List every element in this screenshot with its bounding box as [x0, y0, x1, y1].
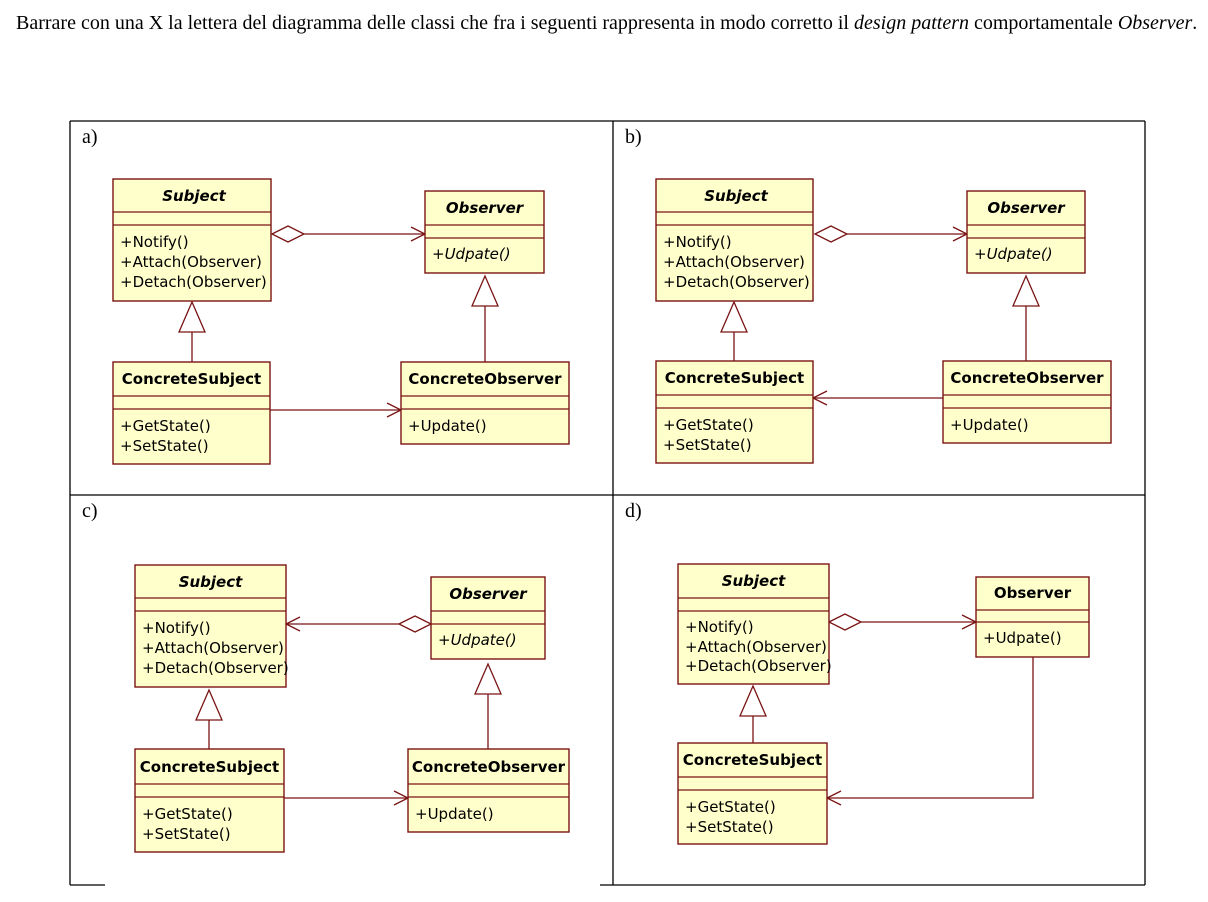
class-name: Subject: [704, 187, 768, 205]
panel-label: a): [82, 126, 98, 148]
question-emphasis-design-pattern: design pattern: [853, 12, 969, 34]
question-part-3: .: [1192, 12, 1198, 34]
method: +GetState(): [663, 416, 754, 434]
class-name: ConcreteSubject: [665, 369, 804, 387]
method: +Detach(Observer): [663, 273, 810, 291]
method: +SetState(): [685, 818, 774, 836]
class-concreteobserver: ConcreteObserver +Update(): [400, 361, 570, 445]
class-name: Observer: [449, 585, 528, 603]
class-name: ConcreteSubject: [140, 758, 279, 776]
aggregation-diamond: [397, 615, 433, 633]
method: +Update(): [950, 416, 1029, 434]
method: +Udpate(): [438, 631, 517, 649]
class-concretesubject: ConcreteSubject +GetState() +SetState(): [677, 742, 828, 845]
class-name: Subject: [722, 572, 786, 590]
method: +Detach(Observer): [142, 659, 289, 677]
method: +Notify(): [663, 233, 732, 251]
method: +Attach(Observer): [663, 253, 805, 271]
method: +Notify(): [120, 233, 189, 251]
class-name: Observer: [994, 584, 1072, 602]
generalization-arrowhead: [474, 662, 502, 695]
question-part-2: comportamentale: [968, 12, 1118, 34]
method: +SetState(): [120, 437, 209, 455]
method: +Udpate(): [432, 245, 511, 263]
method: +Detach(Observer): [120, 273, 267, 291]
method: +Notify(): [142, 619, 211, 637]
generalization-arrowhead: [739, 684, 767, 717]
panel-c: c) Subject +Notify() +Attach(Observer) +…: [82, 500, 570, 853]
method: +GetState(): [685, 798, 776, 816]
class-observer: Observer +Udpate(): [966, 190, 1086, 274]
method: +Udpate(): [983, 629, 1062, 647]
class-subject: Subject +Notify() +Attach(Observer) +Det…: [134, 564, 289, 688]
question-part-1: Barrare con una X la lettera del diagram…: [16, 12, 854, 34]
aggregation-diamond: [813, 225, 849, 243]
method: +Notify(): [685, 618, 754, 636]
class-concretesubject: ConcreteSubject +GetState() +SetState(): [655, 360, 814, 464]
generalization-arrowhead: [178, 300, 206, 333]
generalization-arrowhead: [471, 274, 499, 307]
class-name: Observer: [446, 199, 525, 217]
method: +Update(): [415, 805, 494, 823]
method: +GetState(): [142, 805, 233, 823]
aggregation-diamond: [270, 225, 306, 243]
panel-b: b) Subject +Notify() +Attach(Observer) +…: [625, 126, 1112, 464]
class-subject: Subject +Notify() +Attach(Observer) +Det…: [112, 178, 272, 302]
panel-d: d) Subject +Notify() +Attach(Observer) +…: [625, 500, 1090, 845]
class-observer: Observer +Udpate(): [430, 576, 546, 660]
class-subject: Subject +Notify() +Attach(Observer) +Det…: [677, 563, 832, 685]
method: +SetState(): [142, 825, 231, 843]
class-concreteobserver: ConcreteObserver +Update(): [942, 360, 1112, 444]
class-name: ConcreteObserver: [408, 370, 562, 388]
panel-label: b): [625, 126, 642, 148]
method: +SetState(): [663, 436, 752, 454]
grid-frame: [69, 120, 1146, 886]
class-name: ConcreteSubject: [122, 370, 261, 388]
class-concretesubject: ConcreteSubject +GetState() +SetState(): [134, 748, 285, 853]
class-concretesubject: ConcreteSubject +GetState() +SetState(): [112, 361, 271, 465]
class-name: Observer: [987, 199, 1066, 217]
edge-association-observer-to-concretesubject: [827, 656, 1034, 799]
class-name: Subject: [162, 187, 226, 205]
class-subject: Subject +Notify() +Attach(Observer) +Det…: [655, 178, 814, 302]
class-concreteobserver: ConcreteObserver +Update(): [407, 748, 570, 833]
method: +GetState(): [120, 417, 211, 435]
question-emphasis-observer: Observer: [1117, 12, 1193, 34]
class-name: Subject: [179, 573, 243, 591]
aggregation-diamond: [827, 613, 863, 631]
method: +Attach(Observer): [685, 638, 827, 656]
generalization-arrowhead: [195, 688, 223, 721]
generalization-arrowhead: [1012, 274, 1040, 307]
method: +Udpate(): [974, 245, 1053, 263]
panel-label: d): [625, 500, 642, 522]
generalization-arrowhead: [720, 300, 748, 333]
question-text: Barrare con una X la lettera del diagram…: [16, 10, 1200, 37]
class-name: ConcreteSubject: [683, 751, 822, 769]
class-name: ConcreteObserver: [950, 369, 1104, 387]
class-observer: Observer +Udpate(): [975, 576, 1090, 658]
method: +Update(): [408, 417, 487, 435]
method: +Attach(Observer): [142, 639, 284, 657]
class-observer: Observer +Udpate(): [424, 190, 545, 274]
panel-a: a) Subject +Notify() +Attach(Observer) +…: [82, 126, 570, 465]
method: +Detach(Observer): [685, 657, 832, 675]
panel-label: c): [82, 500, 98, 522]
class-name: ConcreteObserver: [412, 758, 566, 776]
method: +Attach(Observer): [120, 253, 262, 271]
